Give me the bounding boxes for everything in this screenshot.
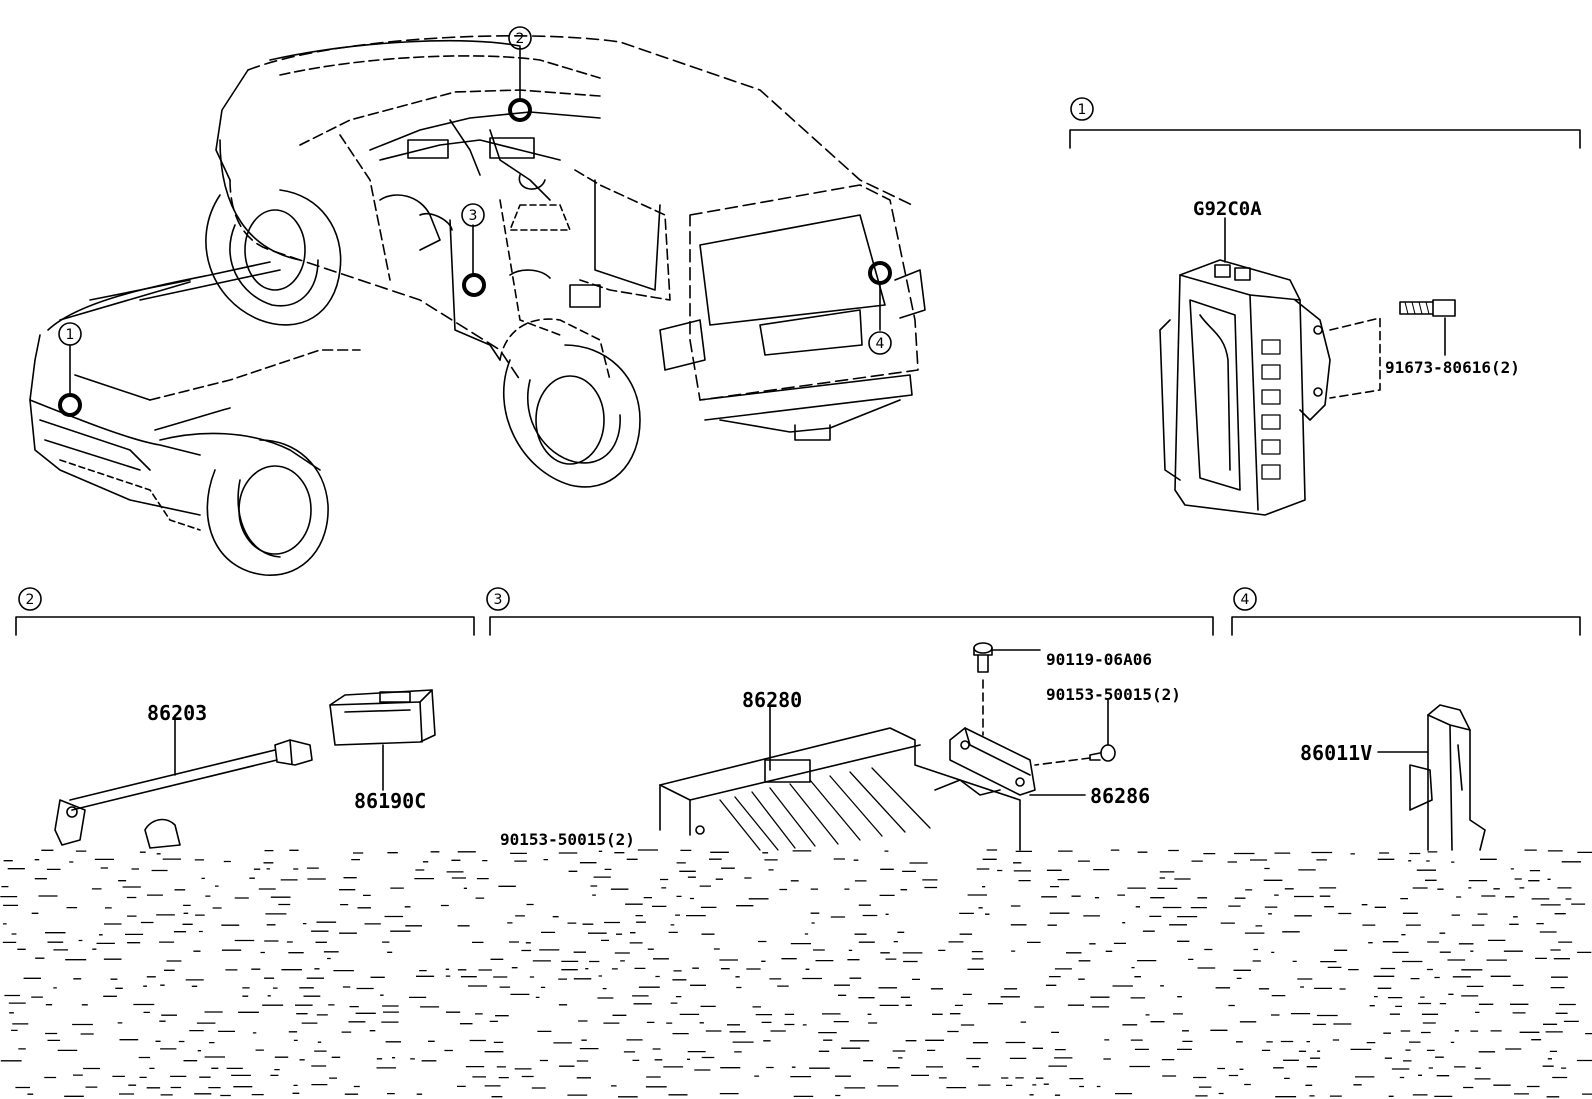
- vehicle-callout-3: 3: [469, 208, 478, 224]
- part-label-91673-80616[interactable]: 91673-80616(2): [1385, 358, 1520, 377]
- part-label-86203[interactable]: 86203: [147, 701, 207, 725]
- section-4-number: 4: [1241, 592, 1250, 608]
- part-label-86280[interactable]: 86280: [742, 688, 802, 712]
- part-label-90153-50015-upper[interactable]: 90153-50015(2): [1046, 685, 1181, 704]
- vehicle-rear-illustration: [205, 26, 926, 488]
- harness-86203: [54, 739, 313, 849]
- bolt-91673: [1399, 299, 1456, 317]
- vehicle-front-illustration: [29, 261, 361, 576]
- section-4-group: [1231, 587, 1581, 851]
- section-3-group: [486, 587, 1214, 851]
- screw-90119: [973, 642, 993, 673]
- section-3-number: 3: [494, 592, 503, 608]
- part-label-g92c0a[interactable]: G92C0A: [1193, 198, 1262, 220]
- part-label-90119-06a06[interactable]: 90119-06A06: [1046, 650, 1152, 669]
- vehicle-callout-1: 1: [66, 327, 75, 343]
- part-label-86011v[interactable]: 86011V: [1300, 741, 1372, 765]
- section-1-number: 1: [1078, 102, 1087, 118]
- module-86280: [659, 727, 1021, 851]
- noise-dashes: [0, 849, 1592, 1098]
- module-86011v: [1409, 704, 1486, 851]
- part-label-90153-50015-lower[interactable]: 90153-50015(2): [500, 830, 635, 849]
- module-g92c0a: [1159, 259, 1331, 516]
- part-label-86190c[interactable]: 86190C: [354, 789, 426, 813]
- vehicle-callout-2: 2: [516, 31, 525, 47]
- vehicle-callout-4: 4: [876, 336, 885, 352]
- noise-overlay: [0, 849, 1592, 1098]
- section-2-number: 2: [26, 592, 35, 608]
- section-1-group: [1069, 97, 1581, 516]
- screw-90153-upper: [1089, 744, 1116, 762]
- section-2-group: [15, 587, 475, 849]
- part-label-86286[interactable]: 86286: [1090, 784, 1150, 808]
- module-86190c: [329, 689, 436, 746]
- bracket-86286: [949, 727, 1036, 796]
